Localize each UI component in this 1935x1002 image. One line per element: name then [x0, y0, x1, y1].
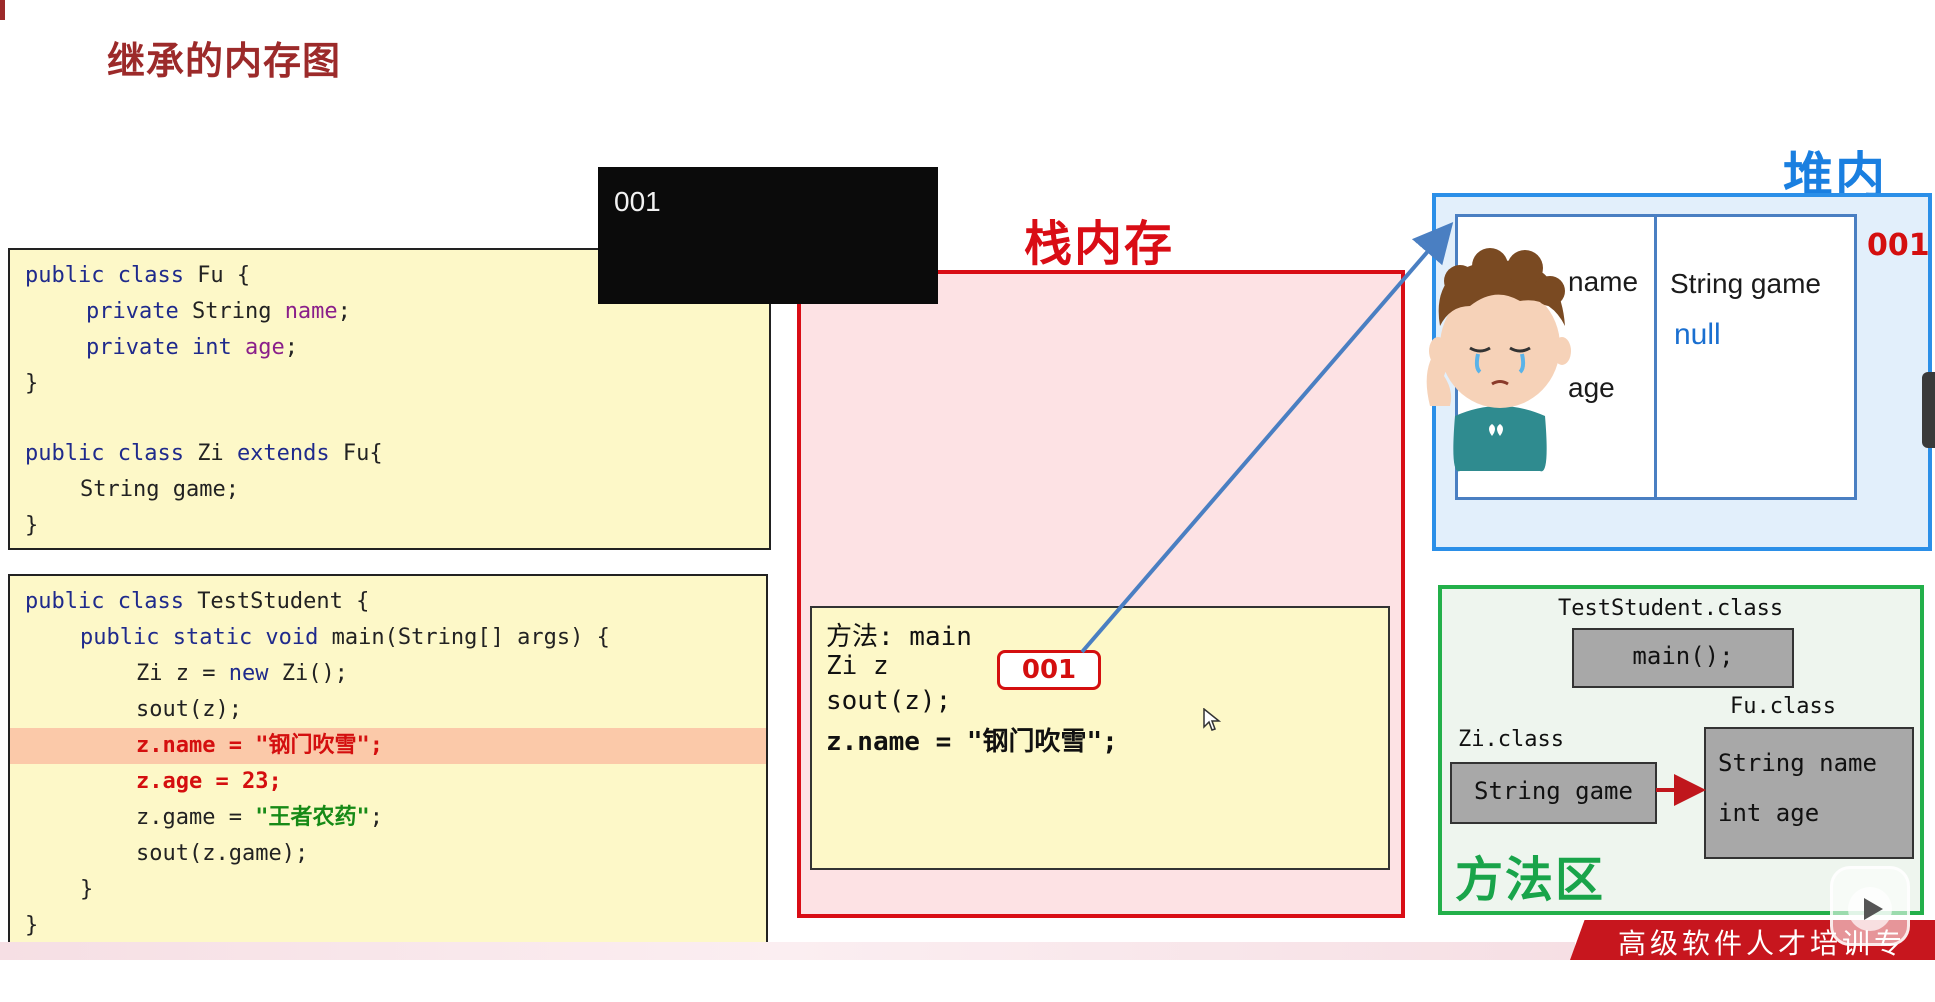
arrow-layer — [1080, 221, 1706, 806]
code-line: private String name; — [86, 299, 351, 324]
side-scroll-handle[interactable] — [1922, 372, 1935, 448]
code-box-test-student: public class TestStudent { public static… — [8, 574, 768, 952]
frame-assign-line: z.name = "钢门吹雪"; — [826, 727, 1118, 757]
frame-method-line: 方法: main — [826, 622, 972, 652]
code-line: Zi z = new Zi(); — [136, 661, 348, 686]
code-line: } — [25, 913, 39, 938]
heap-field-age: age — [1568, 372, 1615, 403]
slide-title: 继承的内存图 — [107, 39, 342, 83]
code-line: sout(z.game); — [136, 841, 309, 866]
code-line: public static void main(String[] args) { — [80, 625, 610, 650]
heap-field-game: String game — [1670, 268, 1821, 299]
highlighted-code-line: z.name = "钢门吹雪"; — [10, 728, 766, 764]
code-line: private int age; — [86, 335, 298, 360]
code-line: public class TestStudent { — [25, 589, 370, 614]
zi-class-label: Zi.class — [1458, 727, 1564, 752]
code-string: "王者农药" — [255, 805, 370, 830]
code-line: public class Zi extends Fu{ — [25, 441, 383, 466]
fu-class-label: Fu.class — [1730, 694, 1836, 719]
heap-address: 001 — [1867, 228, 1930, 263]
zi-class-field-box: String game — [1450, 762, 1657, 824]
popup-text: 001 — [614, 186, 661, 217]
main-stack-frame — [810, 606, 1390, 870]
code-text: z.age = 23; — [136, 769, 282, 794]
stack-memory-label: 栈内存 — [1024, 216, 1175, 272]
code-text: ; — [369, 805, 383, 830]
frame-call-line: sout(z); — [826, 686, 952, 716]
heap-object-divider — [1654, 214, 1657, 500]
reference-address-badge: 001 — [997, 650, 1101, 690]
fu-class-field-box: String name int age — [1704, 727, 1914, 859]
heap-field-name: name — [1568, 266, 1639, 297]
code-line: z.game = "王者农药"; — [10, 800, 766, 836]
code-line: } — [25, 371, 39, 396]
fu-field-name: String name — [1718, 749, 1877, 777]
frame-variable-line: Zi z — [826, 651, 889, 681]
code-text: z.game = — [136, 805, 256, 830]
code-line: String game; — [80, 477, 239, 502]
test-class-label: TestStudent.class — [1558, 596, 1784, 621]
code-line: z.age = 23; — [10, 764, 766, 800]
corner-mark — [0, 0, 5, 20]
code-text: z.name = "钢门吹雪"; — [136, 733, 383, 758]
black-popup-overlay — [598, 167, 938, 304]
code-line: } — [25, 513, 39, 538]
play-icon — [1848, 887, 1892, 931]
video-play-logo[interactable] — [1830, 866, 1910, 946]
fu-field-age: int age — [1718, 799, 1820, 827]
reference-arrow — [1080, 221, 1454, 654]
code-line: public class Fu { — [25, 263, 251, 288]
method-area-label: 方法区 — [1455, 852, 1606, 908]
mouse-cursor-icon — [1203, 708, 1221, 731]
cartoon-boy-sticker — [1426, 248, 1571, 472]
code-line: } — [80, 877, 94, 902]
code-line: sout(z); — [136, 697, 242, 722]
bottom-decor-strip — [0, 942, 1575, 960]
heap-field-game-value: null — [1674, 318, 1721, 351]
main-method-box: main(); — [1572, 628, 1794, 688]
